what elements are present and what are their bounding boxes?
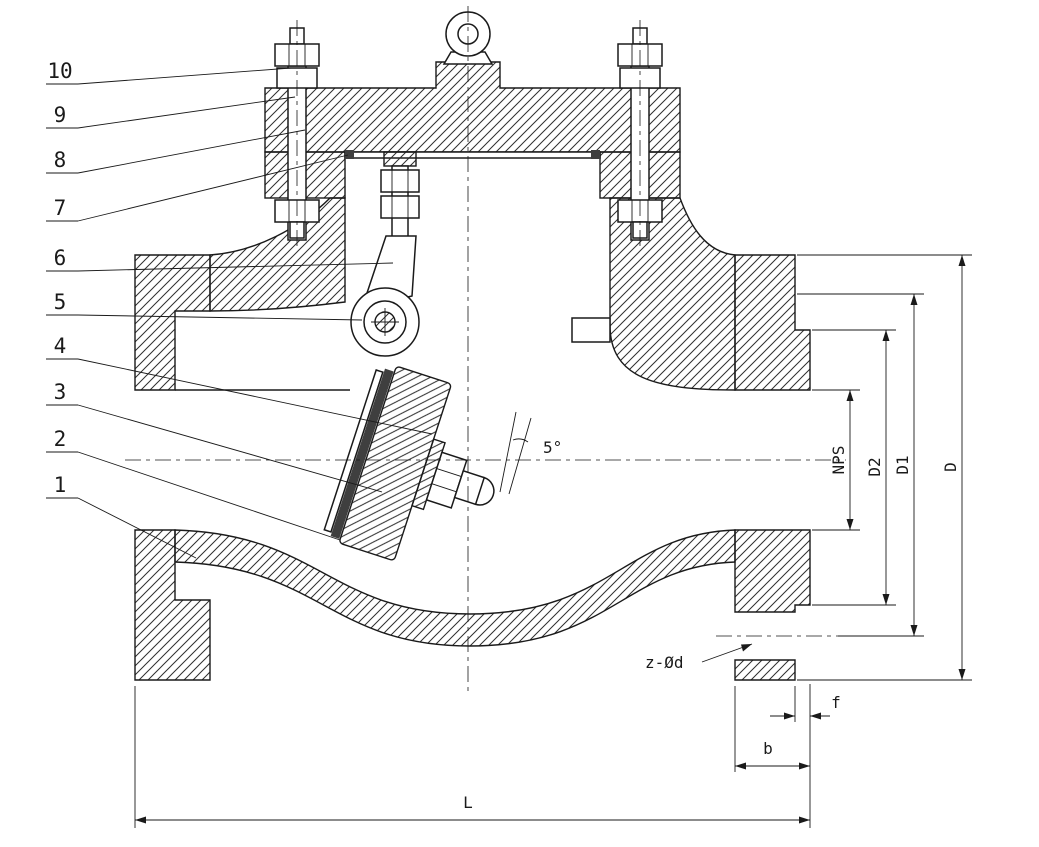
centerlines <box>125 6 846 695</box>
dim-d-label: D <box>941 462 960 472</box>
bonnet-cover <box>264 61 681 153</box>
bolt-holes-label: z-Ød <box>645 653 684 672</box>
disc-stud-shaft <box>453 469 486 506</box>
dimension-lines-bottom: L b f z-Ød <box>134 643 841 828</box>
valve-body <box>134 197 811 681</box>
hinge-assembly <box>350 151 420 357</box>
seat-gasket <box>330 368 394 539</box>
hinge-stud-boss <box>383 151 417 167</box>
dim-d1-label: D1 <box>893 455 912 474</box>
right-flange-foot <box>734 659 796 681</box>
callout-3: 3 <box>54 380 67 404</box>
callout-5: 5 <box>54 290 67 314</box>
disc-assembly <box>323 366 495 561</box>
body-wall-bottom <box>174 529 736 647</box>
hinge-stud-nut-2 <box>380 195 420 219</box>
callout-8: 8 <box>54 148 67 172</box>
callout-6: 6 <box>54 246 67 270</box>
dim-f-label: f <box>831 693 841 712</box>
drain-boss <box>571 317 611 343</box>
callout-10: 10 <box>47 59 72 83</box>
right-flange-upper <box>734 254 811 391</box>
part-callouts: 10 9 8 7 6 5 4 3 2 1 <box>46 59 433 559</box>
disc-angle-label: 5° <box>543 438 562 457</box>
dim-d2-label: D2 <box>865 457 884 476</box>
dimension-lines-right: NPS D2 D1 D <box>797 254 972 681</box>
callout-1: 1 <box>54 473 67 497</box>
callout-7: 7 <box>54 196 67 220</box>
gasket-end-right <box>591 150 600 159</box>
disc-angle-annotation: 5° <box>499 411 562 495</box>
seat-ring <box>323 369 384 533</box>
dim-b-label: b <box>763 739 773 758</box>
body-wall-right-neck <box>609 197 736 391</box>
dim-l-label: L <box>463 793 473 812</box>
right-flange-lower <box>734 529 811 613</box>
callout-2: 2 <box>54 427 67 451</box>
gasket-end-left <box>345 150 354 159</box>
dim-nps-label: NPS <box>829 446 848 475</box>
left-flange-upper <box>134 254 211 391</box>
callout-9: 9 <box>54 103 67 127</box>
callout-4: 4 <box>54 334 67 358</box>
hinge-stud-nut-1 <box>380 169 420 193</box>
bonnet-cover-assembly <box>264 11 681 199</box>
bonnet-gasket <box>344 151 601 159</box>
